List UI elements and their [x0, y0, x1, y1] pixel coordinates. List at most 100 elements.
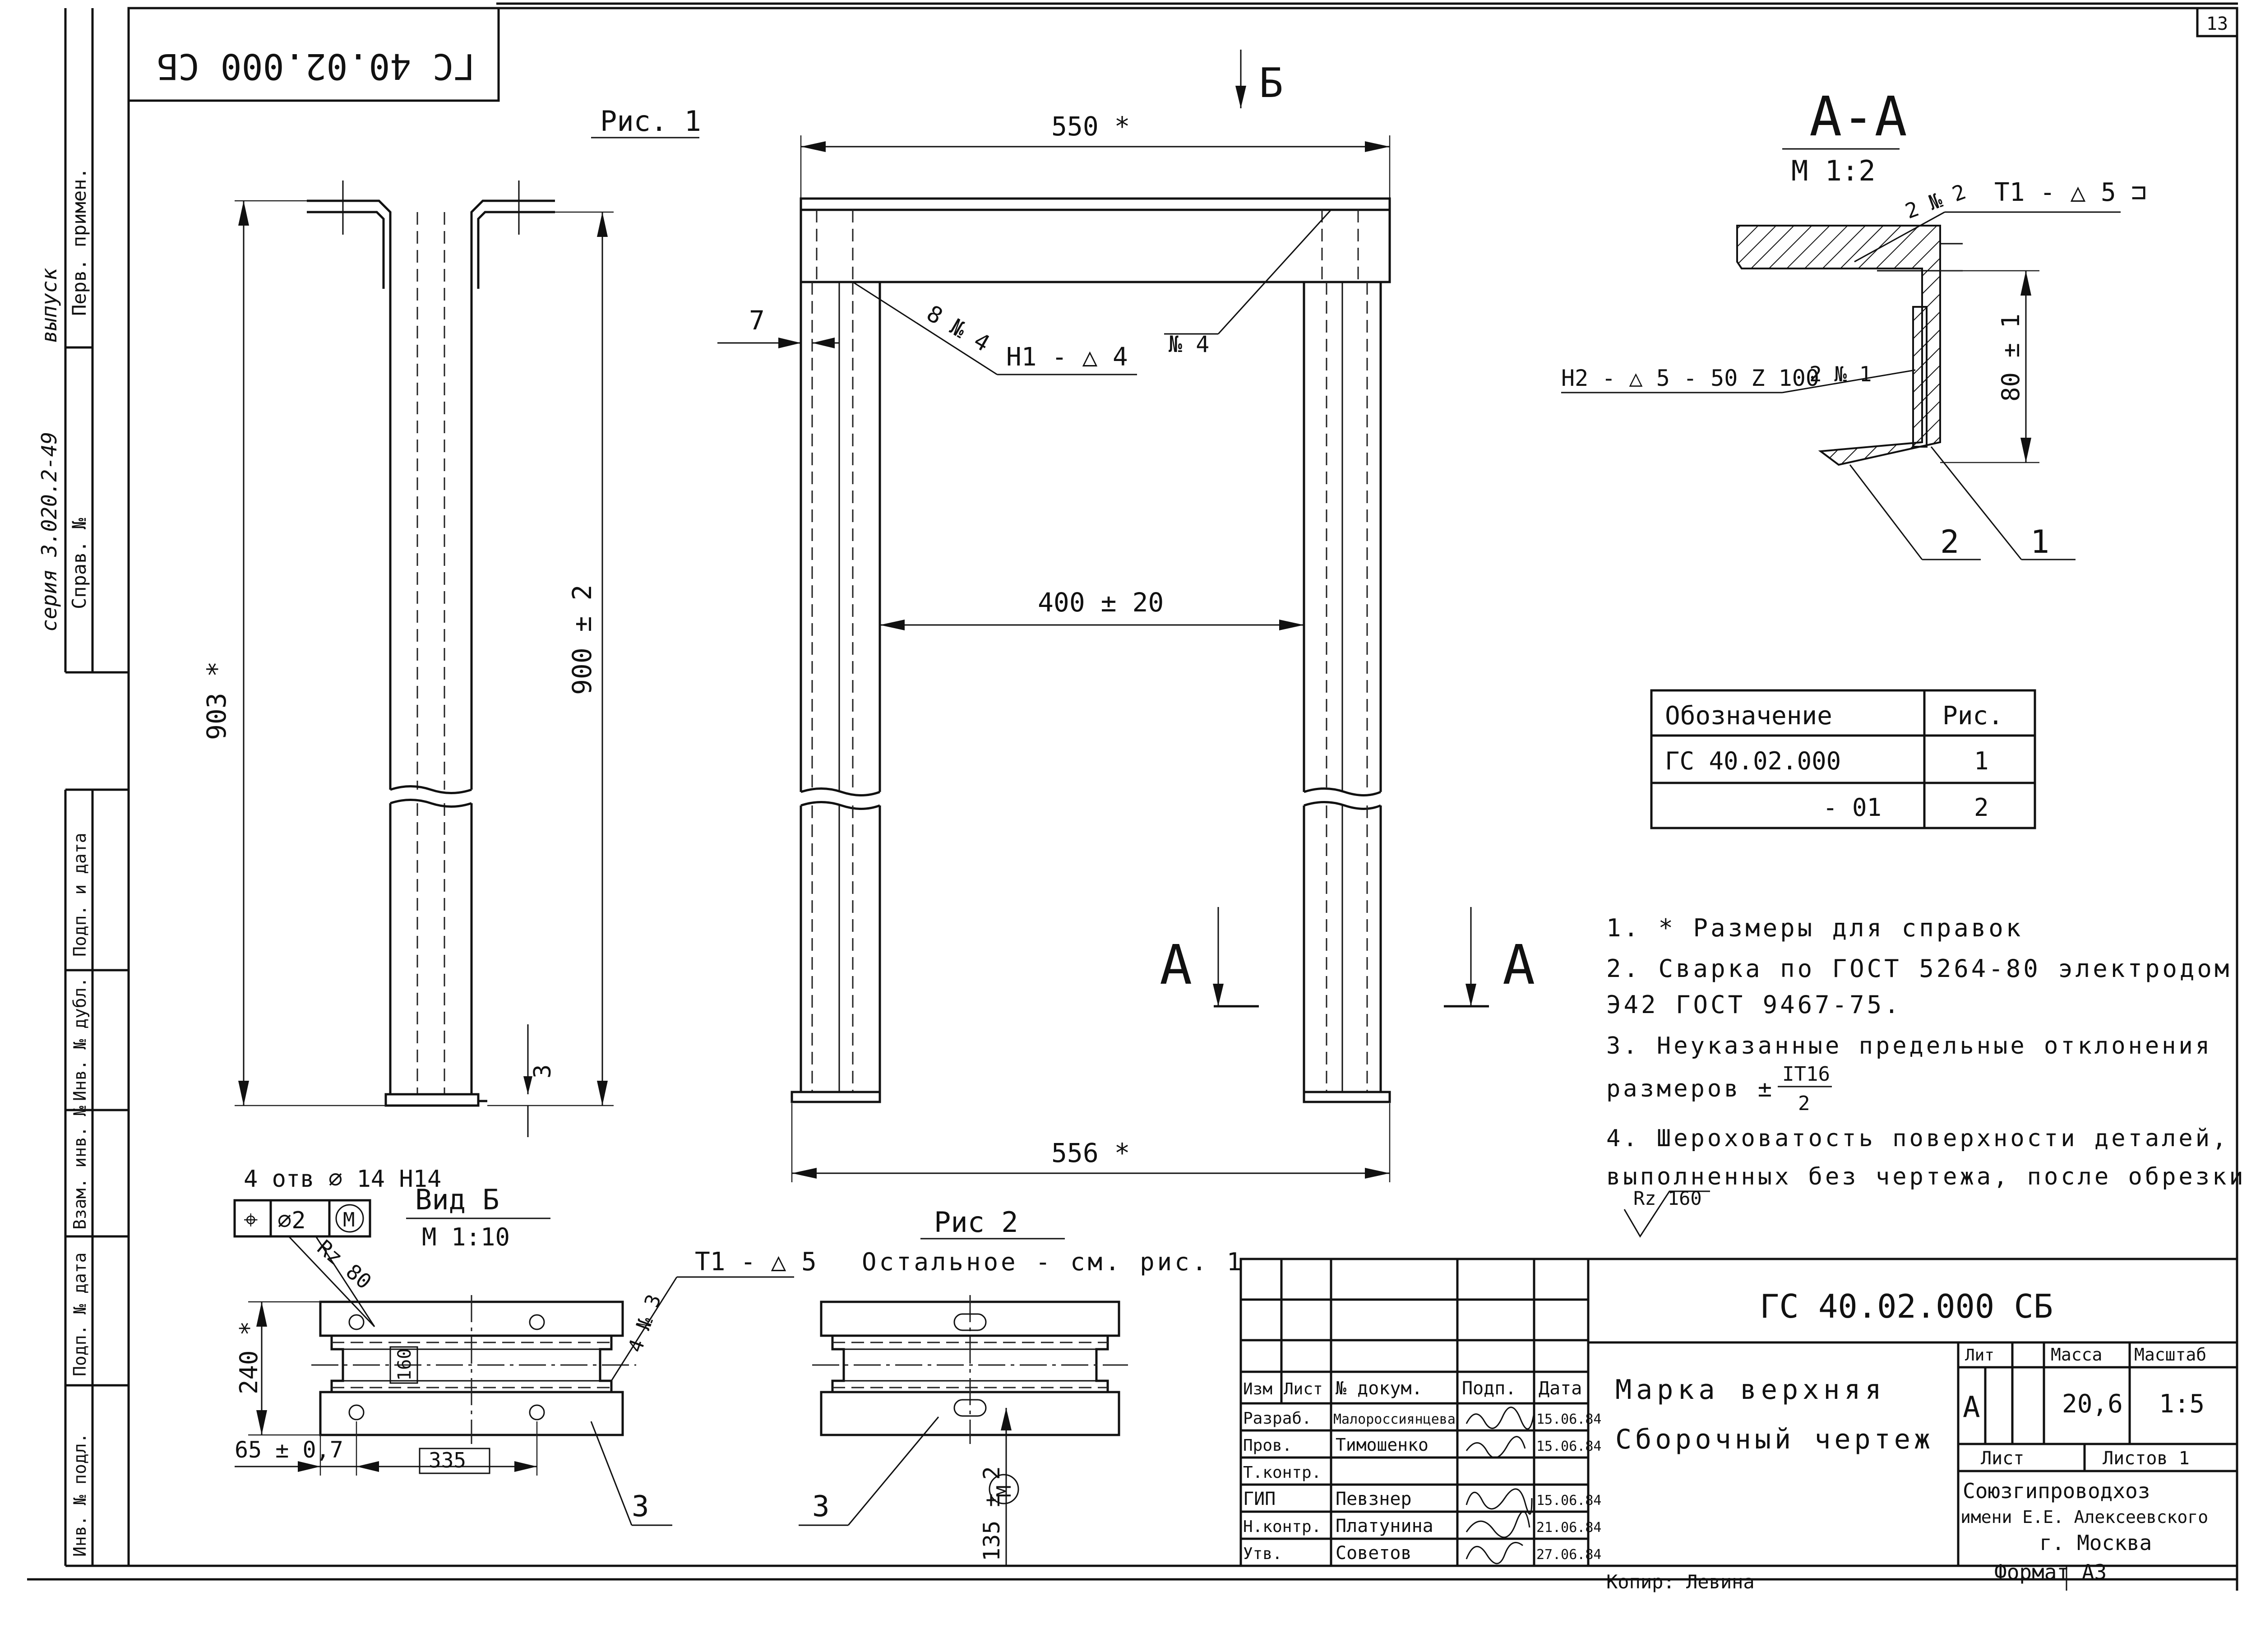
tb-sheet-label: Лист [1981, 1448, 2024, 1469]
fig1-title: Рис. 1 [600, 105, 701, 138]
tb-name-nkontr: Платунина [1336, 1516, 1433, 1536]
table-header-designation: Обозначение [1665, 701, 1832, 731]
tb-name-1: Марка верхняя [1615, 1374, 1886, 1406]
fig1-side-view: Рис. 1 903 * 900 ± 2 [201, 105, 701, 1137]
main-front-view: Б 550 * [717, 50, 1535, 1182]
signature-prov [1465, 1436, 1526, 1458]
fig2: Рис 2 Остальное - см. рис. 1 М 135 ± 2 3 [799, 1206, 1244, 1566]
dim-7: 7 [749, 305, 765, 336]
tb-date-gip: 15.06.84 [1536, 1493, 1602, 1509]
fig2-pos-3: 3 [812, 1490, 830, 1523]
margin-vypusk-handwritten: выпуск [37, 268, 61, 343]
note-4-rz: Rz 160 [1633, 1187, 1702, 1209]
margin-label-inv-dubl: Инв. № дубл. [70, 977, 90, 1101]
fig1-dim-903: 903 * [201, 661, 232, 740]
fig2-subtitle: Остальное - см. рис. 1 [862, 1248, 1244, 1276]
tb-name-razrab: Малороссиянцева [1333, 1411, 1456, 1427]
note-3b: размеров ± [1606, 1075, 1775, 1102]
note-1: 1. * Размеры для справок [1606, 914, 2023, 942]
view-b-tol-mod: М [343, 1208, 355, 1231]
tb-org-2: имени Е.Е. Алексеевского [1960, 1507, 2208, 1527]
view-b-title: Вид Б [415, 1183, 499, 1216]
section-marker-right: А [1502, 934, 1535, 997]
table-row-1-fig: 1 [1974, 747, 1989, 775]
view-b-dim-240: 240 * [235, 1321, 263, 1394]
view-b: 4 отв ⌀ 14 Н14 ⌖ ⌀2 М Вид Б М 1:10 Rz 80… [233, 1166, 817, 1526]
signature-razrab [1465, 1407, 1535, 1430]
tb-name-gip: Певзнер [1336, 1489, 1412, 1509]
tb-col-izm: Изм [1243, 1380, 1272, 1398]
signature-nkontr [1465, 1511, 1530, 1538]
signature-gip [1465, 1488, 1533, 1515]
page-number: 13 [2206, 14, 2228, 34]
section-aa-title: А-А [1809, 86, 1907, 148]
mirrored-code-text: ГС 40.02.000 СБ [157, 46, 475, 86]
view-b-dim-335: 335 [429, 1448, 466, 1472]
tb-role-razrab: Разраб. [1243, 1409, 1312, 1428]
notes-block: 1. * Размеры для справок 2. Сварка по ГО… [1606, 914, 2246, 1238]
tb-role-tkontr: Т.контр. [1243, 1463, 1321, 1482]
section-aa-weld-left-ref: 2 № 1 [1809, 362, 1872, 386]
margin-label-podp-data: Подп. и дата [70, 833, 90, 957]
margin-label-vzam-inv: Взам. инв. № [70, 1106, 90, 1230]
table-row-2-fig: 2 [1974, 793, 1989, 822]
section-aa-pos-2: 2 [1940, 523, 1959, 560]
tb-org-1: Союзгипроводхоз [1963, 1479, 2150, 1503]
tb-lit: А [1963, 1391, 1980, 1424]
tb-date-utv: 27.06.84 [1536, 1547, 1602, 1563]
tb-col-doc: № докум. [1336, 1378, 1423, 1399]
margin-label-inv-podl: Инв. № подл. [70, 1433, 90, 1557]
note-3a: 3. Неуказанные предельные отклонения [1606, 1032, 2212, 1060]
tb-lit-label: Лит [1965, 1346, 1994, 1365]
fig1-dim-3: 3 [529, 1064, 556, 1078]
fig2-mod: М [993, 1485, 1016, 1498]
section-aa-weld-top-symbol: Т1 - △ 5 ⊐ [1994, 178, 2146, 207]
footer-copier: Копир: Левина [1606, 1571, 1755, 1593]
title-block: Изм Лист № докум. Подп. Дата Разраб. Мал… [1239, 1258, 2238, 1567]
weld-left-symbol: Н1 - △ 4 [1006, 342, 1128, 372]
view-b-scale: М 1:10 [422, 1223, 510, 1251]
note-2b: Э42 ГОСТ 9467-75. [1606, 990, 1902, 1019]
note-2a: 2. Сварка по ГОСТ 5264-80 электродом [1606, 954, 2232, 983]
table-row-1-code: ГС 40.02.000 [1665, 747, 1841, 775]
tb-col-sign: Подп. [1462, 1378, 1516, 1399]
footer-format: Формат А3 [1994, 1560, 2107, 1584]
table-row-2-code: - 01 [1823, 793, 1882, 822]
section-aa-weld-left-symbol: Н2 - △ 5 - 50 Z 100 [1561, 365, 1819, 391]
tb-role-utv: Утв. [1243, 1545, 1282, 1563]
section-marker-left: А [1160, 934, 1192, 997]
note-3-frac-num: IT16 [1782, 1063, 1830, 1086]
weld-left-ref: 8 № 4 [922, 300, 994, 356]
section-aa: А-А М 1:2 80 ± 1 2 № 2 Т1 - △ 5 ⊐ Н2 - △… [1561, 86, 2146, 560]
tb-role-nkontr: Н.контр. [1243, 1518, 1321, 1536]
margin-label-perv-primen: Перв. примен. [68, 167, 90, 316]
dim-550: 550 * [1051, 111, 1130, 142]
fig2-dim-135: 135 ± 2 [979, 1466, 1005, 1561]
section-aa-scale: М 1:2 [1791, 154, 1876, 187]
margin-label-sprav: Справ. № [68, 518, 90, 609]
tb-col-date: Дата [1539, 1378, 1582, 1399]
view-b-pos-3: 3 [632, 1490, 649, 1523]
view-b-holes: 4 отв ⌀ 14 Н14 [244, 1166, 441, 1193]
tb-mass: 20,6 [2062, 1389, 2123, 1419]
tb-role-prov: Пров. [1243, 1436, 1292, 1455]
tb-date-prov: 15.06.84 [1536, 1439, 1602, 1454]
tb-sheets-label: Листов 1 [2103, 1448, 2190, 1469]
section-aa-pos-1: 1 [2030, 523, 2049, 560]
tb-name-utv: Советов [1336, 1543, 1412, 1564]
signature-utv [1465, 1541, 1523, 1564]
weld-right-ref: № 4 [1169, 331, 1209, 357]
dim-400: 400 ± 20 [1038, 587, 1164, 618]
tb-scale-label: Масштаб [2134, 1345, 2206, 1365]
view-b-dim-160: 160 [394, 1348, 415, 1381]
view-b-rough: Rz 80 [313, 1235, 376, 1294]
view-b-weld: Т1 - △ 5 [695, 1247, 817, 1277]
designation-table: Обозначение Рис. ГС 40.02.000 1 - 01 2 [1650, 689, 2036, 829]
tb-col-list: Лист [1284, 1380, 1323, 1398]
fig2-title: Рис 2 [934, 1206, 1018, 1239]
margin-series-handwritten: серия 3.020.2-49 [37, 432, 61, 632]
tb-scale: 1:5 [2159, 1389, 2205, 1419]
note-4b: выполненных без чертежа, после обрезки [1606, 1163, 2246, 1190]
sheet-footer: Копир: Левина Формат А3 [1606, 1560, 2107, 1593]
